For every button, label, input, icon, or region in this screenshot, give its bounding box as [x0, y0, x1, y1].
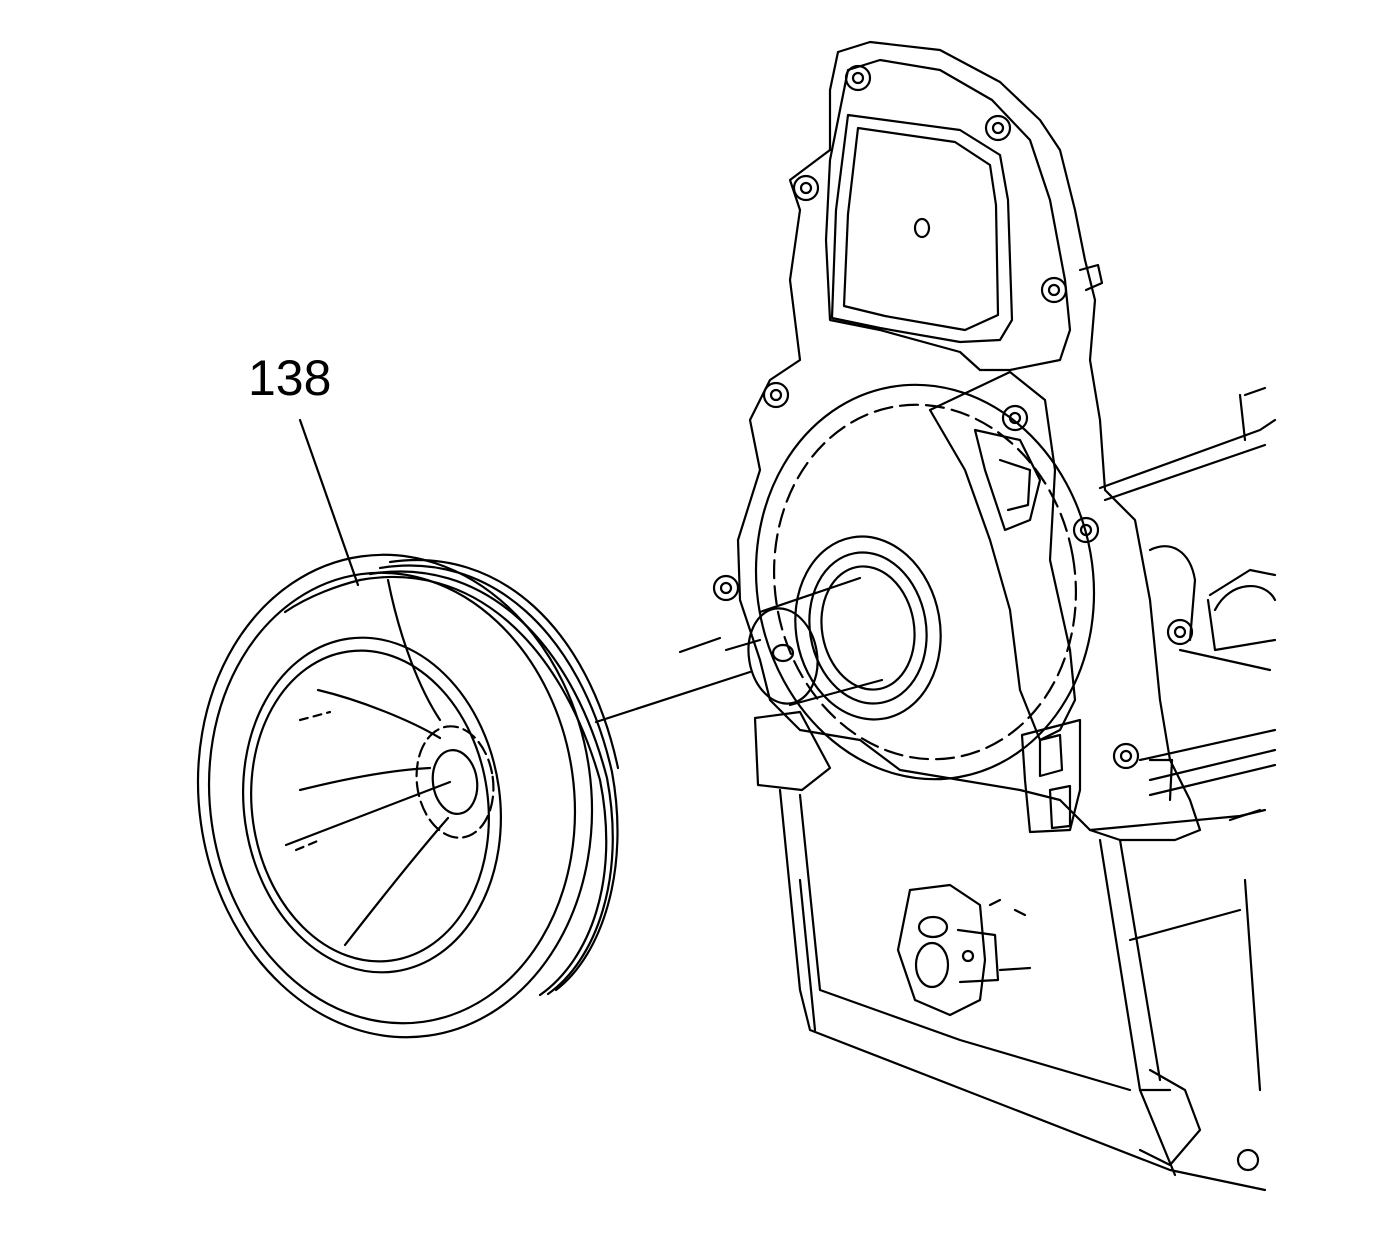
pulley-icon — [167, 529, 623, 1063]
alignment-axis-icon — [596, 638, 760, 722]
engine-block-icon — [1100, 388, 1275, 1170]
crankshaft-snout-icon — [741, 578, 882, 709]
sensor-icon — [930, 372, 1080, 832]
callout-label-138: 138 — [248, 350, 331, 406]
crankshaft-seal-housing-icon — [725, 358, 1125, 806]
engine-front-cover-icon — [714, 42, 1200, 840]
oil-pan-icon — [755, 712, 1265, 1190]
callout-leader-line — [300, 420, 358, 585]
